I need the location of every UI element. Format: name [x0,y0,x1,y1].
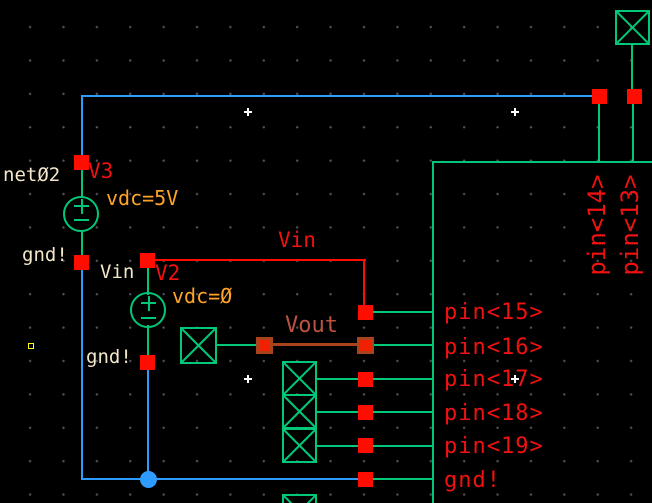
pin-square-net02[interactable] [74,155,89,170]
crossed-square-icon[interactable] [615,10,650,45]
wire-vin-vertical[interactable] [363,259,365,307]
v2-bottom-lead[interactable] [147,325,149,357]
wire-pin15[interactable] [372,311,434,313]
pin-square-v2-gnd[interactable] [140,355,155,370]
solder-dot[interactable] [140,471,157,488]
wire-vout[interactable] [264,343,366,346]
instance-pin-label-18[interactable]: pin<18> [444,401,544,426]
pin-square-pin13[interactable] [627,89,642,104]
origin-marker-icon [28,343,34,349]
instance-boundary[interactable] [432,161,652,503]
wire-gnd-left[interactable] [81,268,83,480]
pin-square-vout-left[interactable] [256,337,273,354]
crossed-square-icon[interactable] [282,361,317,396]
crossed-square-icon[interactable] [282,428,317,463]
wire-pin16-left[interactable] [216,344,257,346]
wire-gnd-bottom[interactable] [81,478,359,480]
grid-cross-icon [511,375,519,383]
wire-net02-left-drop[interactable] [81,96,83,156]
net-label-vin[interactable]: Vin [278,228,316,252]
crossed-square-icon[interactable] [282,494,317,503]
wire-pin14-stem[interactable] [598,103,600,163]
instance-pin-label-13[interactable]: pin<13> [616,174,644,276]
wire-gnd-v2-drop[interactable] [147,369,149,479]
wire-vin-horizontal[interactable] [147,259,366,261]
param-label-v2[interactable]: vdc=Ø [172,284,233,308]
wire-pin16-right[interactable] [372,344,434,346]
plus-icon [148,296,150,311]
net-label-vout[interactable]: Vout [285,313,338,338]
wire-pin18[interactable] [315,411,434,413]
net-label-gnd-v3[interactable]: gnd! [22,244,68,266]
pin-square-v3-gnd[interactable] [74,255,89,270]
grid-cross-icon [244,375,252,383]
wire-pin17[interactable] [315,378,434,380]
pin-square-gnd[interactable] [358,472,373,487]
minus-icon [74,219,89,221]
instance-pin-label-gnd[interactable]: gnd! [444,468,501,493]
plus-icon [81,199,83,214]
param-label-v3[interactable]: vdc=5V [106,186,179,210]
instance-pin-label-17[interactable]: pin<17> [444,367,544,392]
net-label-net02[interactable]: netØ2 [3,164,61,186]
net-label-vin-node[interactable]: Vin [100,261,135,283]
pin-square-vout-right[interactable] [357,337,374,354]
vdc-source-v2[interactable] [130,292,166,328]
grid-cross-icon [511,108,519,116]
device-label-v3[interactable]: V3 [88,159,114,183]
wire-gnd-stub[interactable] [372,478,434,480]
pin-square-pin17[interactable] [358,372,373,387]
instance-pin-label-14[interactable]: pin<14> [583,174,611,276]
wire-net02-top[interactable] [81,95,593,97]
v2-top-lead[interactable] [147,266,149,295]
grid-cross-icon [244,108,252,116]
crossed-square-icon[interactable] [282,394,317,429]
v3-top-lead[interactable] [81,168,83,198]
wire-pin13-stem[interactable] [632,103,634,163]
instance-pin-label-19[interactable]: pin<19> [444,434,544,459]
pin-square-pin14[interactable] [592,89,607,104]
instance-pin-label-15[interactable]: pin<15> [444,300,544,325]
crossed-square-icon[interactable] [180,327,217,364]
vdc-source-v3[interactable] [63,196,99,232]
pin-square-pin15[interactable] [358,305,373,320]
wire-pin19[interactable] [315,445,434,447]
minus-icon [141,317,156,319]
pin-square-vin[interactable] [140,253,155,268]
v3-bottom-lead[interactable] [81,231,83,257]
instance-pin-label-16[interactable]: pin<16> [444,335,544,360]
wire-topbox-stem[interactable] [631,44,633,90]
pin-square-pin19[interactable] [358,438,373,453]
device-label-v2[interactable]: V2 [155,261,181,285]
net-label-gnd-v2[interactable]: gnd! [86,346,132,368]
pin-square-pin18[interactable] [358,405,373,420]
